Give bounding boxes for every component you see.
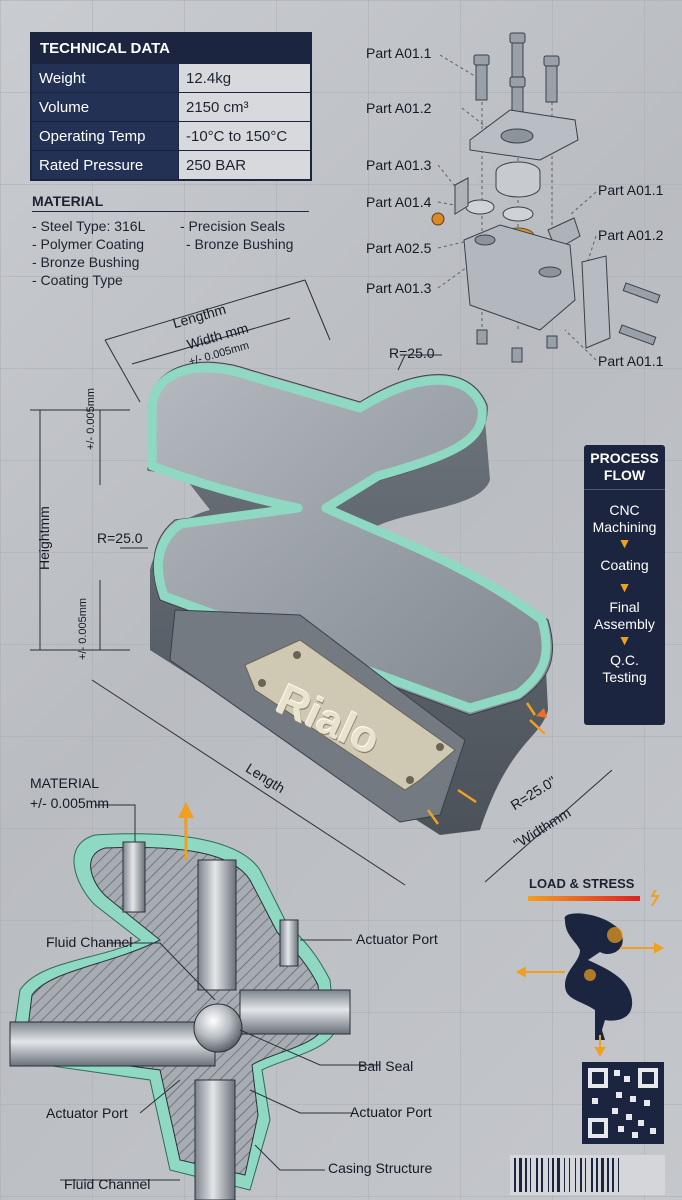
- barcode-bar: [548, 1158, 549, 1192]
- list-item: - Bronze Bushing: [186, 236, 294, 252]
- barcode-bar: [612, 1158, 614, 1192]
- list-item: - Bronze Bushing: [32, 254, 140, 270]
- barcode-bar: [564, 1158, 565, 1192]
- label-actuator-port: Actuator Port: [46, 1105, 128, 1121]
- process-step-final-assembly: Final Assembly: [594, 599, 655, 632]
- list-item: - Steel Type: 316L: [32, 218, 146, 234]
- load-stress-title: LOAD & STRESS: [529, 876, 635, 891]
- label-fluid-channel: Fluid Channel: [64, 1176, 151, 1192]
- process-step-qc-testing: Q.C. Testing: [602, 652, 647, 685]
- barcode-bar: [575, 1158, 576, 1192]
- label-fluid-channel: Fluid Channel: [46, 934, 133, 950]
- table-row: Operating Temp-10°C to 150°C: [32, 121, 310, 151]
- exploded-view-drawing: [431, 32, 661, 363]
- main-part-drawing: [30, 279, 613, 886]
- flow-arrow-down-icon: ▼: [617, 535, 632, 551]
- part-label: Part A01.4: [366, 194, 432, 210]
- label-casing-structure: Casing Structure: [328, 1160, 433, 1176]
- barcode-bar: [552, 1158, 554, 1192]
- dim-radius-left: R=25.0: [97, 530, 143, 546]
- label-actuator-port: Actuator Port: [356, 931, 438, 947]
- barcode-bar: [569, 1158, 570, 1192]
- part-label: Part A01.2: [366, 100, 432, 116]
- dim-radius-top: R=25.0: [389, 345, 435, 361]
- label-actuator-port: Actuator Port: [350, 1104, 432, 1120]
- barcode-bar: [525, 1158, 527, 1192]
- flow-arrow-down-icon: ▼: [617, 632, 632, 648]
- cross-section-drawing: [9, 802, 380, 1200]
- barcode-bar: [514, 1158, 516, 1192]
- list-item: - Precision Seals: [180, 218, 286, 234]
- part-label: Part A01.1: [366, 45, 432, 61]
- process-flow-panel: PROCESS FLOW CNC Machining ▼ Coating ▼ F…: [584, 445, 665, 725]
- label-ball-seal: Ball Seal: [358, 1058, 414, 1074]
- barcode-bar: [618, 1158, 619, 1192]
- list-item: - Coating Type: [32, 272, 123, 288]
- dim-height: Heightmm: [36, 506, 52, 570]
- barcode-bar: [607, 1158, 609, 1192]
- section-material-label: MATERIAL: [30, 775, 99, 791]
- part-label: Part A01.3: [366, 280, 432, 296]
- part-label: Part A01.2: [598, 227, 664, 243]
- process-step-coating: Coating: [600, 557, 649, 573]
- load-stress-diagram: [515, 890, 665, 1058]
- barcode-bar: [519, 1158, 522, 1192]
- barcode-bar: [536, 1158, 538, 1192]
- flow-arrow-down-icon: ▼: [617, 579, 632, 595]
- barcode-bar: [557, 1158, 560, 1192]
- barcode-bar: [530, 1158, 531, 1192]
- section-tolerance: +/- 0.005mm: [30, 795, 109, 811]
- material-list-col2: - Precision Seals - Bronze Bushing: [180, 217, 293, 253]
- qr-code: [582, 1062, 664, 1144]
- process-step-cnc-machining: CNC Machining: [592, 502, 657, 535]
- barcode-bar: [585, 1158, 586, 1192]
- barcode-bar: [580, 1158, 582, 1192]
- material-list-col1: - Steel Type: 316L - Polymer Coating - B…: [32, 217, 145, 289]
- process-flow-title: PROCESS FLOW: [584, 445, 665, 490]
- part-label: Part A01.1: [598, 353, 664, 369]
- part-label: Part A02.5: [366, 240, 432, 256]
- dim-tolerance-left-lower: +/- 0.005mm: [77, 597, 89, 660]
- barcode-bar: [596, 1158, 598, 1192]
- technical-data-title: TECHNICAL DATA: [32, 34, 310, 63]
- list-item: - Polymer Coating: [32, 236, 145, 252]
- barcode-bar: [601, 1158, 604, 1192]
- material-title: MATERIAL: [32, 193, 309, 212]
- barcode: [510, 1155, 665, 1195]
- part-label: Part A01.1: [598, 182, 664, 198]
- dim-tolerance-left-upper: +/- 0.005mm: [85, 387, 97, 450]
- part-label: Part A01.3: [366, 157, 432, 173]
- barcode-bar: [541, 1158, 543, 1192]
- barcode-bar: [591, 1158, 593, 1192]
